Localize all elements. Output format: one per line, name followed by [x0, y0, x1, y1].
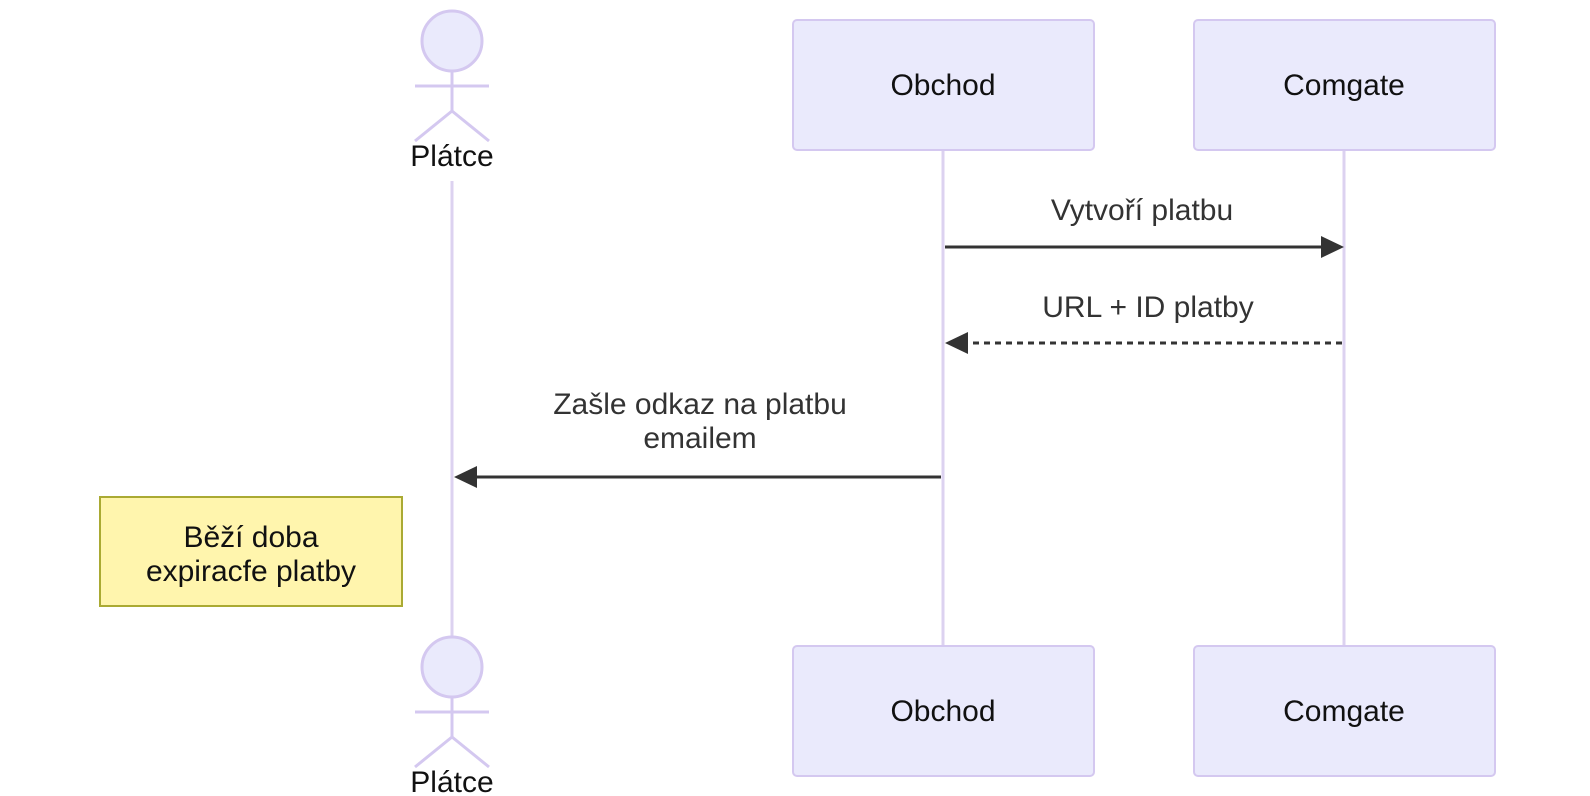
note-line: Běží doba [183, 521, 318, 554]
participant-gateway-box [1193, 19, 1496, 151]
message-url-id: URL + ID platby [945, 291, 1342, 354]
message-create-payment: Vytvoří platbu [945, 194, 1344, 258]
arrowhead-icon [1321, 236, 1344, 258]
note-line: expiracfe platby [146, 555, 356, 588]
actor-right-leg-icon [451, 109, 490, 143]
participant-gateway-top: Comgate [1193, 19, 1496, 151]
participant-shop-box [792, 645, 1095, 777]
participant-gateway-box [1193, 645, 1496, 777]
participant-gateway-bottom: Comgate [1193, 645, 1496, 777]
actor-left-leg-icon [414, 735, 453, 769]
actor-payer-label: Plátce [410, 766, 493, 796]
participant-shop-top: Obchod [792, 19, 1095, 151]
actor-payer-top: Plátce [410, 9, 494, 173]
actor-payer-label: Plátce [410, 140, 493, 173]
actor-left-leg-icon [414, 109, 453, 143]
arrowhead-icon [454, 466, 477, 488]
note-box [99, 496, 403, 607]
participant-shop-label: Obchod [890, 69, 995, 102]
participant-shop-box [792, 19, 1095, 151]
actor-payer-bottom: Plátce [410, 635, 494, 796]
arrowhead-icon [945, 332, 968, 354]
participant-shop-label: Obchod [890, 695, 995, 728]
message-label: Vytvoří platbu [1051, 194, 1233, 227]
message-label: URL + ID platby [1042, 291, 1253, 324]
note-expiry: Běží doba expiracfe platby [99, 496, 403, 607]
participant-shop-bottom: Obchod [792, 645, 1095, 777]
message-send-link: Zašle odkaz na platbu emailem [454, 388, 941, 488]
participant-gateway-label: Comgate [1283, 69, 1405, 102]
participant-gateway-label: Comgate [1283, 695, 1405, 728]
message-label: Zašle odkaz na platbu [553, 388, 847, 421]
actor-head-icon [420, 9, 484, 73]
message-label: emailem [643, 422, 756, 455]
actor-right-leg-icon [451, 735, 490, 769]
actor-head-icon [420, 635, 484, 699]
